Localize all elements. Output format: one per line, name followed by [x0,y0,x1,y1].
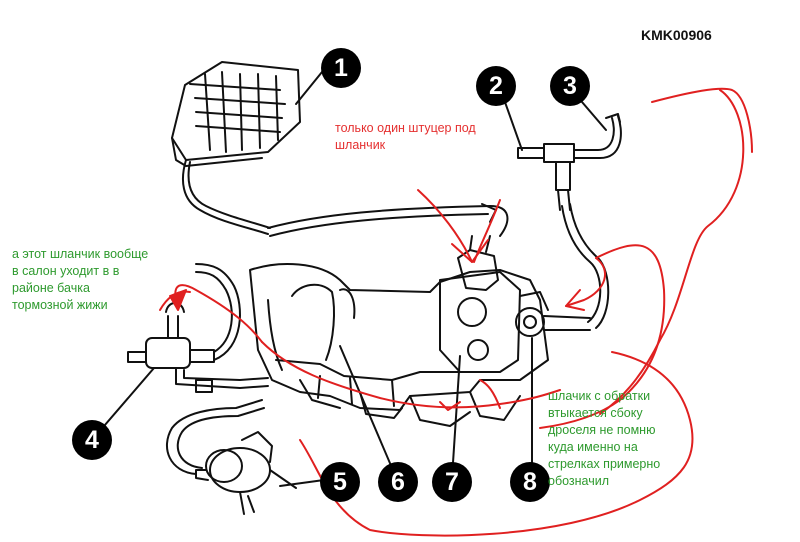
callout-8: 8 [523,467,537,496]
fitting-8 [515,291,591,337]
leader-6 [339,345,399,483]
callout-6: 6 [391,467,405,496]
pressure-regulator-5 [166,399,297,515]
control-module [171,61,301,235]
throttle-body [439,235,521,373]
callout-4: 4 [85,425,99,454]
callout-3: 3 [563,71,577,100]
note-red-top: только один штуцер под шланчик [335,121,476,152]
callout-circles [72,48,590,502]
leader-5 [279,479,325,487]
valve-4 [127,263,241,369]
callout-5: 5 [333,467,347,496]
callout-2: 2 [489,71,503,100]
diagram-code: KMK00906 [641,27,712,43]
vacuum-line-upper [267,205,509,237]
note-green-left: а этот шланчик вообще в салон уходит в в… [12,247,149,312]
t-fitting [517,113,622,211]
note-green-right: шлачик с обратки втыкается сбоку дроселя… [548,389,661,488]
leader-7 [451,355,461,479]
leader-1 [295,71,323,105]
callout-7: 7 [445,467,459,496]
callout-1: 1 [334,53,348,82]
red-annotation-strokes [159,87,753,537]
